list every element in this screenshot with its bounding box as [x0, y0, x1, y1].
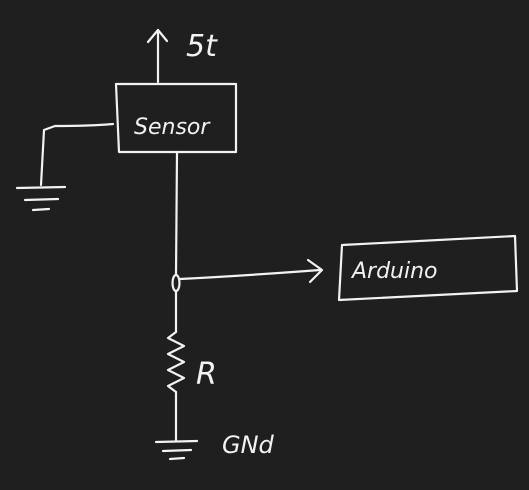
sensor-ground-wire — [39, 122, 115, 187]
ground-label: GNd — [222, 431, 275, 459]
supply-label: 5t — [186, 29, 218, 64]
junction-node — [171, 273, 181, 293]
resistor-symbol — [166, 330, 186, 394]
sensor-label: Sensor — [134, 115, 211, 140]
sensor-box — [114, 82, 238, 154]
arduino-wire — [178, 258, 324, 284]
resistor-label: R — [196, 357, 217, 392]
left-ground-symbol — [15, 185, 67, 212]
supply-arrow — [146, 28, 169, 84]
arduino-label: Arduino — [350, 259, 438, 284]
arduino-box — [337, 234, 519, 302]
bottom-ground-symbol — [154, 439, 199, 461]
signal-wire — [174, 150, 179, 277]
